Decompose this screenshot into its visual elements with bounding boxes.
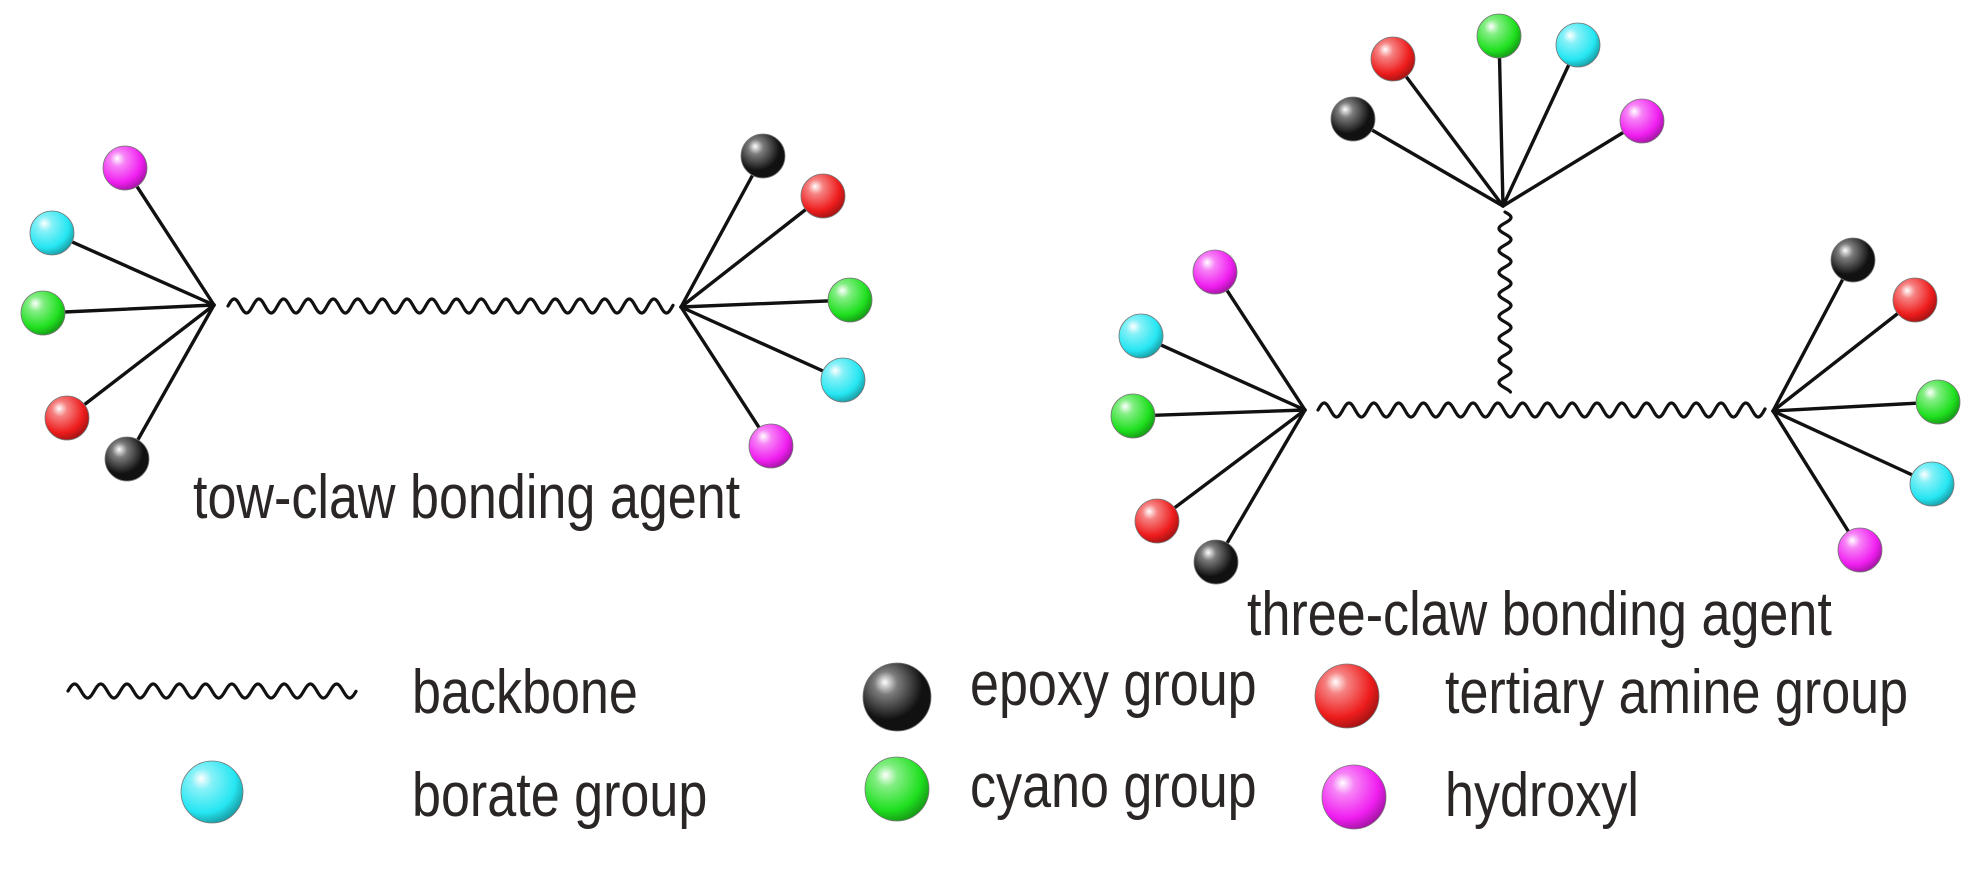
bond-line xyxy=(1771,400,1940,413)
three-claw-agent: three-claw bonding agent xyxy=(1110,13,1961,649)
vertical-backbone-chain xyxy=(1497,210,1513,394)
right-claw xyxy=(679,133,873,469)
borate-legend-label: borate group xyxy=(412,761,707,830)
bond-line xyxy=(1497,34,1505,208)
two-claw-title: tow-claw bonding agent xyxy=(193,463,740,532)
hydroxyl-group-ball xyxy=(1321,764,1387,830)
top-claw xyxy=(1330,13,1665,208)
bond-line xyxy=(65,303,216,420)
borate-group-ball xyxy=(1555,22,1601,68)
bond-line xyxy=(679,305,773,448)
epoxy-group-ball xyxy=(1830,237,1876,283)
cyano-group-ball xyxy=(1110,393,1156,439)
amine-group-ball xyxy=(800,173,846,219)
backbone-wave xyxy=(1316,401,1767,419)
amine-group-ball xyxy=(1134,498,1180,544)
bond-line xyxy=(1131,408,1307,418)
bond-line xyxy=(1139,334,1307,412)
hydroxyl-legend-symbol xyxy=(1321,764,1387,830)
borate-group-ball xyxy=(1909,461,1955,507)
cyano-group-ball xyxy=(1476,13,1522,59)
bond-line xyxy=(123,166,216,307)
bond-line xyxy=(1391,57,1505,208)
amine-group-ball xyxy=(1314,663,1380,729)
bond-line xyxy=(1501,119,1644,208)
borate-group-ball xyxy=(820,357,866,403)
borate-group-ball xyxy=(180,760,244,824)
bond-line xyxy=(679,298,852,309)
bond-line xyxy=(1771,409,1934,486)
bond-line xyxy=(679,154,765,309)
backbone-wave xyxy=(66,682,358,700)
amine-group-ball xyxy=(1892,277,1938,323)
backbone-wave xyxy=(1497,210,1513,394)
epoxy-group-ball xyxy=(1193,539,1239,585)
hydroxyl-legend-label: hydroxyl xyxy=(1445,761,1639,830)
epoxy-group-ball xyxy=(1330,96,1376,142)
cyano-legend-label: cyano group xyxy=(970,752,1257,821)
bond-line xyxy=(1771,409,1862,552)
bond-line xyxy=(50,231,216,307)
borate-group-ball xyxy=(1118,313,1164,359)
amine-legend-label: tertiary amine group xyxy=(1445,658,1908,727)
cyano-group-ball xyxy=(864,756,930,822)
hydroxyl-group-ball xyxy=(1619,98,1665,144)
backbone-chain xyxy=(226,297,675,315)
epoxy-group-ball xyxy=(740,133,786,179)
bond-line xyxy=(1155,408,1307,523)
bond-line xyxy=(1771,298,1917,413)
two-claw-agent: tow-claw bonding agent xyxy=(20,133,873,532)
bond-line xyxy=(679,305,845,382)
backbone-chain xyxy=(1316,401,1767,419)
cyano-legend-symbol xyxy=(864,756,930,822)
bond-line xyxy=(1351,117,1505,208)
cyano-group-ball xyxy=(1915,379,1961,425)
backbone-wave xyxy=(226,297,675,315)
backbone-legend-label: backbone xyxy=(412,658,638,727)
left-claw xyxy=(1110,249,1307,585)
cyano-group-ball xyxy=(827,277,873,323)
right-claw xyxy=(1771,237,1961,573)
amine-legend-symbol xyxy=(1314,663,1380,729)
borate-group-ball xyxy=(29,210,75,256)
backbone-legend-symbol xyxy=(66,682,358,700)
bond-line xyxy=(679,194,825,309)
hydroxyl-group-ball xyxy=(1837,527,1883,573)
bond-line xyxy=(1213,270,1307,412)
epoxy-legend-symbol xyxy=(862,662,932,732)
borate-legend-symbol xyxy=(180,760,244,824)
cyano-group-ball xyxy=(20,290,66,336)
amine-group-ball xyxy=(1370,36,1416,82)
bond-line xyxy=(1771,258,1855,413)
legend: backbone borate group epoxy group cyano … xyxy=(66,650,1908,830)
hydroxyl-group-ball xyxy=(1192,249,1238,295)
three-claw-title: three-claw bonding agent xyxy=(1247,580,1832,649)
epoxy-group-ball xyxy=(104,436,150,482)
hydroxyl-group-ball xyxy=(102,145,148,191)
amine-group-ball xyxy=(44,395,90,441)
bond-line xyxy=(1214,408,1307,564)
epoxy-legend-label: epoxy group xyxy=(970,650,1257,719)
bond-line xyxy=(125,303,216,461)
left-claw xyxy=(20,145,216,482)
bond-line xyxy=(41,303,216,315)
bond-line xyxy=(1501,43,1580,208)
epoxy-group-ball xyxy=(862,662,932,732)
hydroxyl-group-ball xyxy=(748,423,794,469)
